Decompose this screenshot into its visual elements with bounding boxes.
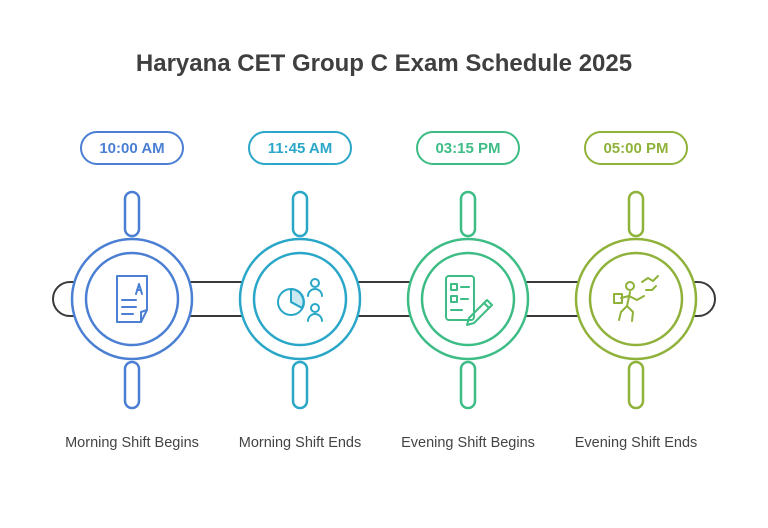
step-node-2: [238, 190, 362, 410]
checklist-pencil-icon: [445, 275, 493, 326]
step-label-1: Morning Shift Begins: [65, 435, 199, 451]
step-node-3: [406, 190, 530, 410]
timeline-bar: [52, 281, 716, 317]
step-label-3: Evening Shift Begins: [401, 435, 535, 451]
step-label-4: Evening Shift Ends: [574, 435, 698, 451]
pie-chart-people-icon: [277, 278, 323, 322]
exam-paper-icon: [116, 275, 148, 323]
step-node-1: [70, 190, 194, 410]
step-label-2: Morning Shift Ends: [238, 435, 362, 451]
step-node-4: [574, 190, 698, 410]
person-exit-icon: [613, 275, 659, 322]
time-badge-3: 03:15 PM: [416, 131, 520, 165]
diagram-title: Haryana CET Group C Exam Schedule 2025: [135, 50, 633, 77]
time-badge-4: 05:00 PM: [584, 131, 688, 165]
time-badge-1: 10:00 AM: [80, 131, 184, 165]
time-badge-2: 11:45 AM: [248, 131, 352, 165]
